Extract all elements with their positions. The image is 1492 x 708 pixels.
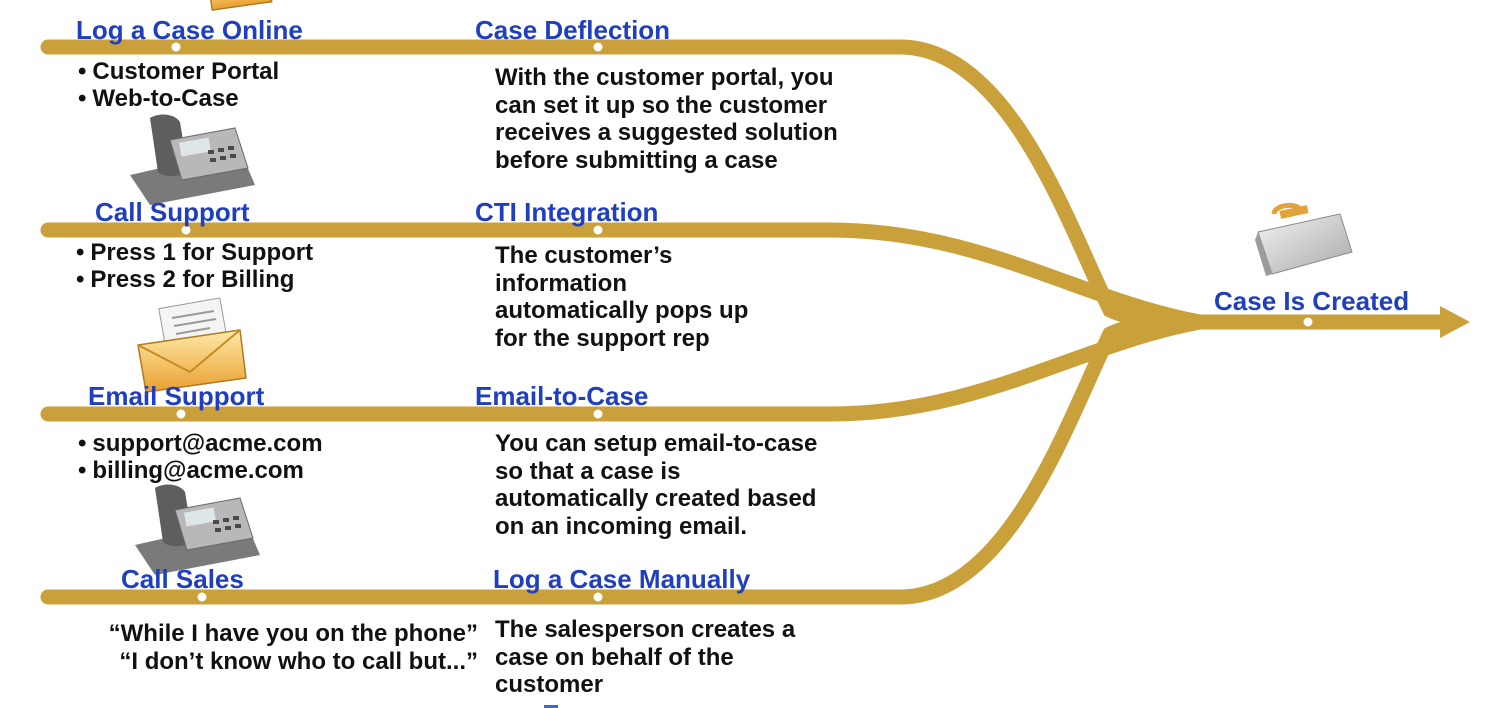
flow-path-call-support <box>40 222 1208 330</box>
sales-quote: “While I have you on the phone” “I don’t… <box>0 620 478 675</box>
desk-phone-icon <box>130 114 255 205</box>
quote-line: “I don’t know who to call but...” <box>119 647 478 675</box>
list-item: support@acme.com <box>78 430 322 457</box>
feature-description-email-to-case: You can setup email-to-case so that a ca… <box>495 430 818 540</box>
node-sales-right <box>590 589 606 605</box>
feature-label-cti-integration: CTI Integration <box>475 197 659 227</box>
desk-phone-icon <box>135 484 260 575</box>
node-call-support-right <box>590 222 606 238</box>
list-item: Press 2 for Billing <box>76 266 313 293</box>
result-label: Case Is Created <box>1214 286 1410 316</box>
node-online-right <box>590 39 606 55</box>
node-online-left <box>168 39 184 55</box>
channel-items-log-online: Customer Portal Web-to-Case <box>78 58 279 112</box>
feature-label-email-to-case: Email-to-Case <box>475 381 649 411</box>
channel-items-call-support: Press 1 for Support Press 2 for Billing <box>76 239 313 293</box>
flow-path-call-sales <box>40 314 1208 605</box>
feature-description-cti-integration: The customer’s information automatically… <box>495 242 749 352</box>
channel-label-log-online: Log a Case Online <box>76 15 303 45</box>
toolbox-icon <box>1255 203 1353 276</box>
channel-label-call-support: Call Support <box>95 197 250 227</box>
channel-label-email-support: Email Support <box>88 381 265 411</box>
node-email-left <box>173 406 189 422</box>
list-item: billing@acme.com <box>78 457 323 484</box>
node-email-right <box>590 406 606 422</box>
node-result <box>1300 314 1316 330</box>
feature-description-log-manually: The salesperson creates a case on behalf… <box>495 616 796 698</box>
envelope-icon <box>207 0 273 11</box>
feature-label-case-deflection: Case Deflection <box>475 15 671 45</box>
list-item: Press 1 for Support <box>76 239 313 266</box>
channel-label-call-sales: Call Sales <box>121 564 244 594</box>
list-item: Customer Portal <box>78 58 279 85</box>
node-sales-left <box>194 589 210 605</box>
list-item: Web-to-Case <box>78 85 279 112</box>
envelope-icon <box>137 297 247 393</box>
node-call-support-left <box>178 222 194 238</box>
flow-path-email-support <box>40 314 1208 422</box>
quote-line: “While I have you on the phone” <box>108 620 478 647</box>
feature-description-case-deflection: With the customer portal, you can set it… <box>495 64 838 174</box>
feature-label-log-manually: Log a Case Manually <box>493 564 751 594</box>
stray-mark <box>544 705 558 708</box>
channel-items-email-support: support@acme.com billing@acme.com <box>78 430 323 484</box>
result-arrow-head <box>1440 306 1470 338</box>
